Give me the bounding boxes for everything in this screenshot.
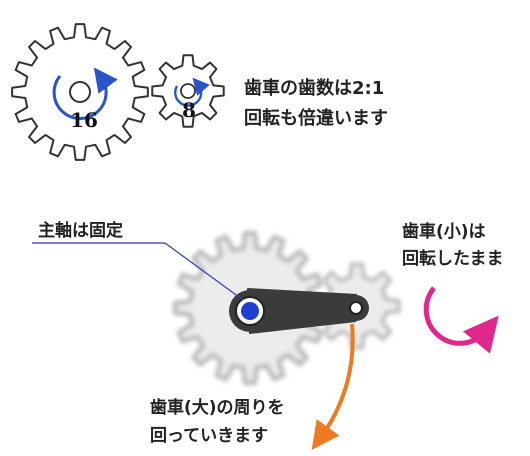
small-gear-teeth-count: 8 <box>182 98 196 122</box>
big-gear-orbit-label-line1: 歯車(大)の周りを <box>150 397 285 418</box>
small-gear-label-line1: 歯車(小)は <box>402 221 486 242</box>
big-gear-orbit-label-line2: 回っていきます <box>150 426 268 446</box>
rotation-arrow-icon <box>174 77 210 107</box>
rotation-ratio-caption: 回転も倍違います <box>244 107 388 129</box>
small-gear-label-line2: 回転したまま <box>402 248 504 269</box>
main-axis-center <box>241 302 259 320</box>
orbit-arrow-icon <box>311 323 355 450</box>
carrier-arm <box>247 288 357 334</box>
rotation-arrow-icon <box>423 286 499 354</box>
main-axis-label: 主軸は固定 <box>38 220 123 241</box>
small-gear-hub <box>180 83 196 99</box>
main-axis-leader-line <box>32 242 244 301</box>
small-gear-axis <box>349 301 363 315</box>
rotation-arrow-icon <box>52 67 118 120</box>
big-gear-teeth-count: 16 <box>70 108 98 132</box>
gear-ratio-caption: 歯車の歯数は2:1 <box>244 77 384 99</box>
bottom-panel: 主軸は固定 歯車(小)は 回転したまま 歯車(大)の周りを 回っていきます <box>32 220 504 450</box>
top-panel: 16 8 歯車の歯数は2:1 回転も倍違います <box>11 23 388 161</box>
big-gear-hub <box>69 81 91 103</box>
